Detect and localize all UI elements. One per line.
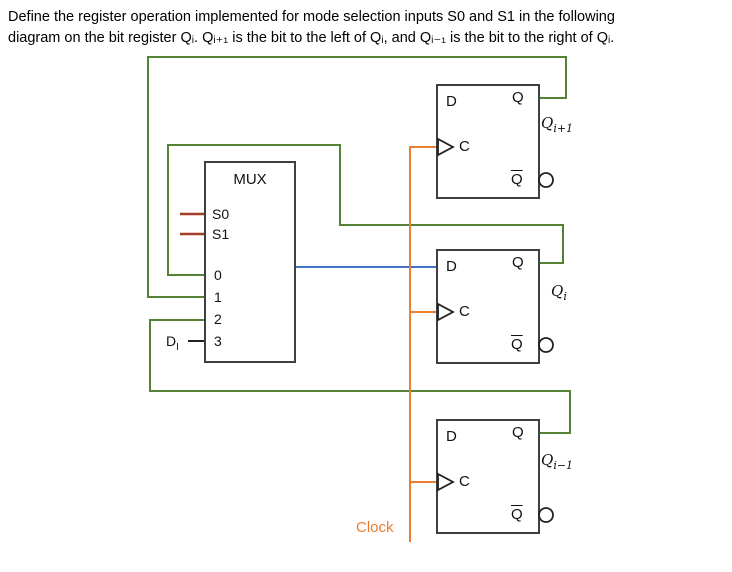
mux-select-s0: S0 xyxy=(212,206,230,222)
clock-triangle-qiminus1 xyxy=(437,472,455,492)
ff3-c-label: C xyxy=(459,473,470,490)
ff-box-qiminus1 xyxy=(436,419,540,534)
di-label: DI xyxy=(166,333,179,353)
mux-label: MUX xyxy=(233,171,267,188)
ff1-d-label: D xyxy=(446,93,457,110)
ff1-c-label: C xyxy=(459,138,470,155)
clock-label: Clock xyxy=(356,519,394,536)
ff2-d-label: D xyxy=(446,258,457,275)
clock-triangle-qiplus1 xyxy=(437,137,455,157)
ff2-qbar-label: Q xyxy=(511,336,523,353)
qbar-bubble-qi xyxy=(538,337,554,353)
wire-qiplus1-to-mux-input1 xyxy=(147,56,567,298)
question-line-2: diagram on the bit register Qᵢ. Qᵢ₊₁ is … xyxy=(8,30,615,46)
ff-box-qi xyxy=(436,249,540,364)
wire-clock-main xyxy=(409,146,437,542)
ff1-qbar-label: Q xyxy=(511,171,523,188)
ff1-output-name: Qi+1 xyxy=(541,114,574,135)
mux-select-s1: S1 xyxy=(212,226,230,242)
mux-input-1: 1 xyxy=(214,289,222,305)
question-text: Define the register operation implemente… xyxy=(8,7,615,49)
qbar-bubble-qiminus1 xyxy=(538,507,554,523)
ff1-q-label: Q xyxy=(512,89,524,106)
qbar-bubble-qiplus1 xyxy=(538,172,554,188)
ff2-c-label: C xyxy=(459,303,470,320)
wire-qi-to-mux-input0 xyxy=(167,144,564,276)
clock-triangle-qi xyxy=(437,302,455,322)
mux-input-3: 3 xyxy=(214,333,222,349)
mux-box xyxy=(204,161,296,363)
ff3-q-label: Q xyxy=(512,424,524,441)
ff2-q-label: Q xyxy=(512,254,524,271)
ff3-d-label: D xyxy=(446,428,457,445)
ff-box-qiplus1 xyxy=(436,84,540,199)
question-line-1: Define the register operation implemente… xyxy=(8,9,615,25)
mux-input-2: 2 xyxy=(214,311,222,327)
ff2-output-name: Qi xyxy=(551,282,567,303)
wire-qiminus1-to-mux-input2 xyxy=(149,319,571,434)
ff3-output-name: Qi−1 xyxy=(541,451,574,472)
mux-input-0: 0 xyxy=(214,267,222,283)
ff3-qbar-label: Q xyxy=(511,506,523,523)
